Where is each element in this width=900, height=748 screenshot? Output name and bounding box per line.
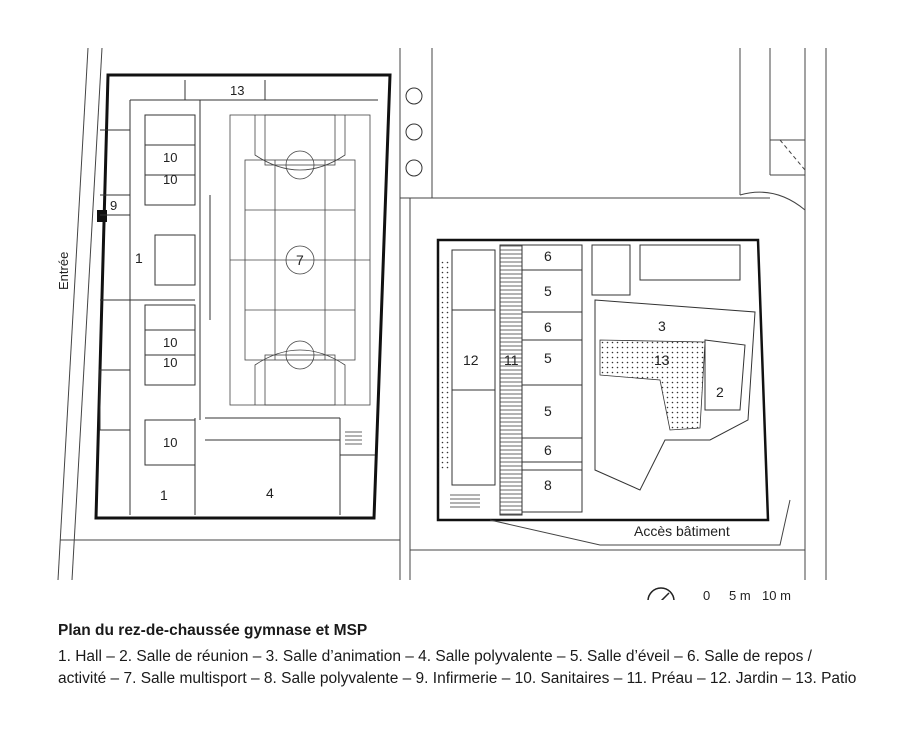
scale-label-5: 5 m (729, 588, 751, 600)
caption-title: Plan du rez-de-chaussée gymnase et MSP (58, 622, 368, 639)
room-label-5b: 5 (544, 350, 552, 366)
room-label-13-gym: 13 (230, 83, 244, 98)
north-arrow-icon (647, 587, 675, 600)
room-label-10b: 10 (163, 172, 177, 187)
room-label-12: 12 (463, 352, 479, 368)
room-label-10c: 10 (163, 335, 177, 350)
scale-bar: 0 5 m 10 m (703, 588, 791, 600)
room-label-7: 7 (296, 252, 304, 268)
room-label-10d: 10 (163, 355, 177, 370)
floor-plan-drawing: Entrée 13 10 10 9 1 7 10 10 10 1 4 6 5 6… (56, 47, 827, 600)
sports-court (229, 114, 371, 406)
trees (405, 87, 423, 177)
room-label-4: 4 (266, 485, 274, 501)
scale-label-0: 0 (703, 588, 710, 600)
caption-legend: 1. Hall – 2. Salle de réunion – 3. Salle… (58, 648, 857, 687)
room-label-6b: 6 (544, 319, 552, 335)
room-label-8: 8 (544, 477, 552, 493)
room-label-10e: 10 (163, 435, 177, 450)
room-label-5c: 5 (544, 403, 552, 419)
room-label-6a: 6 (544, 248, 552, 264)
room-label-2: 2 (716, 384, 724, 400)
room-label-3: 3 (658, 318, 666, 334)
room-label-9: 9 (110, 198, 117, 213)
entrance-label: Entrée (56, 252, 71, 290)
site-lines (57, 47, 827, 581)
building-access-label: Accès bâtiment (634, 523, 730, 539)
room-label-10a: 10 (163, 150, 177, 165)
room-label-6c: 6 (544, 442, 552, 458)
msp-building (436, 238, 791, 546)
figure-caption: Plan du rez-de-chaussée gymnase et MSP 1… (58, 622, 858, 690)
room-label-1-hall: 1 (135, 250, 143, 266)
room-label-11: 11 (504, 352, 519, 368)
room-label-1b: 1 (160, 487, 168, 503)
gymnasium-building (94, 73, 392, 520)
scale-label-10: 10 m (762, 588, 791, 600)
room-label-13-patio: 13 (654, 352, 670, 368)
room-label-5a: 5 (544, 283, 552, 299)
